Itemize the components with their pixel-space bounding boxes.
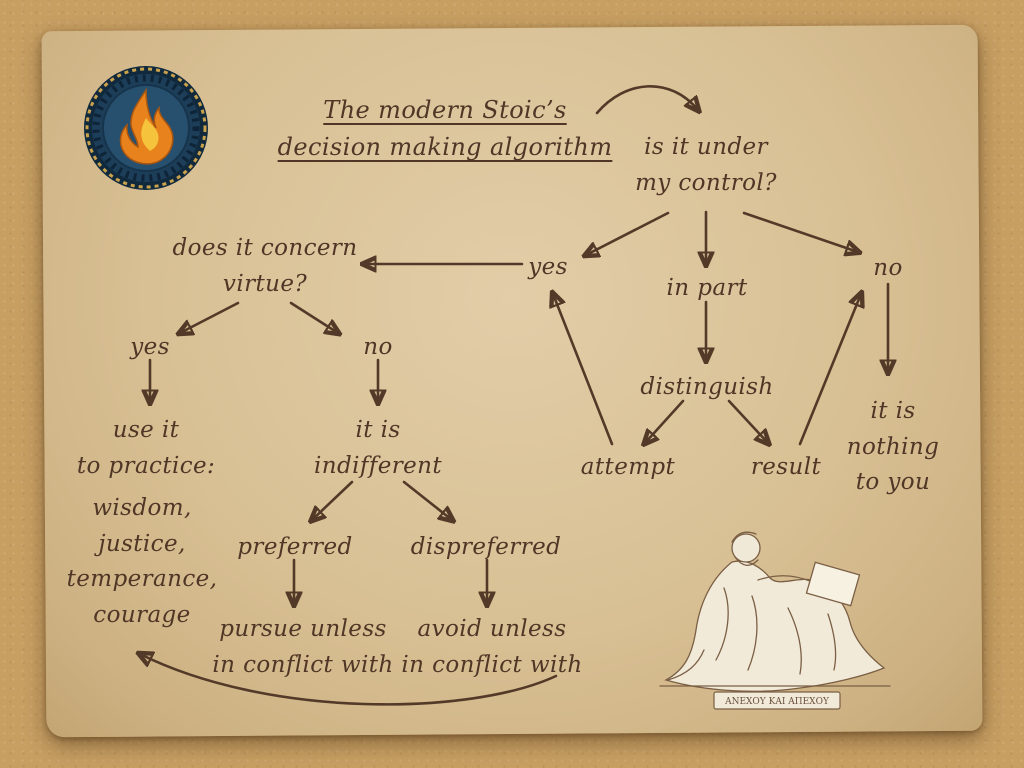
stoic-flame-logo-icon bbox=[84, 66, 208, 190]
node-no-virtue: no bbox=[363, 334, 393, 360]
plaque-text: ΑΝΕΧΟΥ ΚΑΙ ΑΠΕΧΟΥ bbox=[724, 697, 830, 707]
control-question-line-2: my control? bbox=[635, 169, 777, 196]
use-it-line-2: to practice: bbox=[76, 452, 216, 479]
nothing-line-1: it is bbox=[870, 398, 916, 424]
plaque bbox=[713, 691, 841, 710]
title-line-1: The modern Stoic’s bbox=[323, 96, 567, 124]
node-yes-virtue: yes bbox=[130, 334, 170, 360]
philosopher-illustration: ΑΝΕΧΟΥ ΚΑΙ ΑΠΕΧΟΥ bbox=[659, 531, 891, 710]
use-it-line-1: use it bbox=[112, 417, 180, 443]
control-question-line-1: is it under bbox=[644, 134, 768, 160]
node-preferred: preferred bbox=[237, 534, 353, 560]
avoid-line-1: avoid unless bbox=[417, 616, 567, 642]
node-indifferent: it is indifferent bbox=[314, 413, 442, 484]
node-dispreferred: dispreferred bbox=[410, 534, 562, 560]
virtue-wisdom: wisdom, bbox=[92, 495, 192, 521]
node-attempt: attempt bbox=[580, 454, 676, 480]
node-distinguish: distinguish bbox=[640, 374, 774, 400]
flame-inner-shape bbox=[141, 118, 159, 151]
node-no-control: no bbox=[873, 255, 903, 281]
node-result: result bbox=[750, 454, 822, 480]
node-virtues-list: wisdom, justice, temperance, courage bbox=[67, 491, 218, 634]
node-avoid: avoid unless in conflict with bbox=[401, 612, 582, 683]
node-in-part: in part bbox=[666, 275, 748, 301]
title-line-2: decision making algorithm bbox=[277, 133, 613, 162]
pursue-line-1: pursue unless bbox=[219, 616, 387, 642]
pursue-line-2: in conflict with bbox=[212, 651, 394, 678]
node-nothing-to-you: it is nothing to you bbox=[847, 394, 939, 501]
virtue-justice: justice, bbox=[98, 530, 186, 557]
nothing-line-2: nothing bbox=[846, 433, 940, 460]
virtue-temperance: temperance, bbox=[66, 566, 218, 593]
node-pursue: pursue unless in conflict with bbox=[212, 612, 393, 683]
node-virtue-question: does it concern virtue? bbox=[172, 231, 357, 302]
node-yes-control: yes bbox=[528, 254, 568, 280]
nothing-line-3: to you bbox=[855, 469, 931, 496]
diagram-title: The modern Stoic’s decision making algor… bbox=[278, 92, 613, 166]
indifferent-line-2: indifferent bbox=[314, 452, 442, 479]
virtue-question-line-1: does it concern bbox=[172, 235, 358, 261]
avoid-line-2: in conflict with bbox=[401, 651, 583, 678]
indifferent-line-1: it is bbox=[355, 417, 401, 443]
virtue-question-line-2: virtue? bbox=[222, 270, 308, 297]
node-control-question: is it under my control? bbox=[635, 130, 777, 201]
node-use-it: use it to practice: bbox=[77, 413, 215, 484]
virtue-courage: courage bbox=[93, 601, 191, 628]
